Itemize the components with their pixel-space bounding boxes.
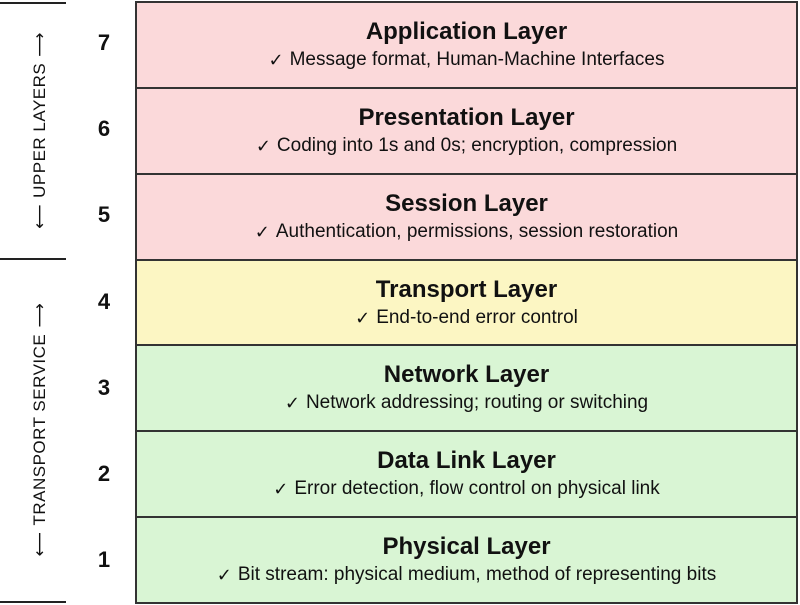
arrow-up-icon: ⟶ xyxy=(30,31,49,57)
layer-description: ✓Error detection, flow control on physic… xyxy=(273,476,659,502)
layer-description: ✓End-to-end error control xyxy=(355,305,578,331)
layer-number: 7 xyxy=(97,30,111,56)
checkmark-icon: ✓ xyxy=(216,565,232,586)
layer-row: Presentation Layer✓Coding into 1s and 0s… xyxy=(137,88,796,175)
layer-row: Transport Layer✓End-to-end error control xyxy=(137,260,796,347)
layer-number: 3 xyxy=(97,374,111,400)
arrow-down-icon: ⟵ xyxy=(30,203,49,229)
osi-layer-stack: Application Layer✓Message format, Human-… xyxy=(135,1,798,604)
arrow-up-icon: ⟶ xyxy=(30,303,49,329)
layer-description-text: End-to-end error control xyxy=(376,306,578,328)
layer-number: 5 xyxy=(97,202,111,228)
layer-row: Session Layer✓Authentication, permission… xyxy=(137,174,796,261)
checkmark-icon: ✓ xyxy=(355,307,371,328)
layer-description-text: Authentication, permissions, session res… xyxy=(275,220,679,242)
layer-number: 6 xyxy=(97,116,111,142)
layer-number: 2 xyxy=(97,460,111,486)
checkmark-icon: ✓ xyxy=(254,221,270,242)
layer-description: ✓Authentication, permissions, session re… xyxy=(255,219,678,245)
layer-number: 1 xyxy=(97,546,111,572)
layer-title: Transport Layer xyxy=(375,275,558,303)
layer-description-text: Coding into 1s and 0s; encryption, compr… xyxy=(276,134,678,156)
arrow-down-icon: ⟵ xyxy=(30,531,49,557)
checkmark-icon: ✓ xyxy=(255,135,271,156)
layer-row: Physical Layer✓Bit stream: physical medi… xyxy=(137,518,796,603)
layer-description-text: Message format, Human-Machine Interfaces xyxy=(289,48,665,70)
layer-title: Application Layer xyxy=(365,17,568,45)
layer-description: ✓Bit stream: physical medium, method of … xyxy=(217,562,716,588)
layer-description: ✓Coding into 1s and 0s; encryption, comp… xyxy=(256,133,677,159)
layer-description-text: Network addressing; routing or switching xyxy=(305,392,649,414)
transport-service-bottom-rule xyxy=(0,601,66,603)
layer-title: Physical Layer xyxy=(382,533,551,561)
layer-description: ✓Network addressing; routing or switchin… xyxy=(285,390,648,416)
layer-description: ✓Message format, Human-Machine Interface… xyxy=(269,47,665,73)
layer-description-text: Error detection, flow control on physica… xyxy=(294,478,660,500)
checkmark-icon: ✓ xyxy=(284,393,300,414)
layer-title: Presentation Layer xyxy=(358,103,575,131)
layer-title: Data Link Layer xyxy=(377,447,556,475)
layer-number: 4 xyxy=(97,288,111,314)
upper-layers-label: ⟵ UPPER LAYERS ⟶ xyxy=(30,31,49,229)
group-divider-rule xyxy=(0,258,66,260)
checkmark-icon: ✓ xyxy=(273,479,289,500)
checkmark-icon: ✓ xyxy=(268,49,284,70)
layer-row: Network Layer✓Network addressing; routin… xyxy=(137,346,796,433)
layer-title: Network Layer xyxy=(383,361,550,389)
layer-row: Application Layer✓Message format, Human-… xyxy=(137,3,796,89)
transport-service-label: ⟵ TRANSPORT SERVICE ⟶ xyxy=(30,303,49,557)
layer-row: Data Link Layer✓Error detection, flow co… xyxy=(137,432,796,519)
layer-description-text: Bit stream: physical medium, method of r… xyxy=(237,564,717,586)
layer-title: Session Layer xyxy=(385,189,548,217)
upper-layers-top-rule xyxy=(0,2,66,4)
